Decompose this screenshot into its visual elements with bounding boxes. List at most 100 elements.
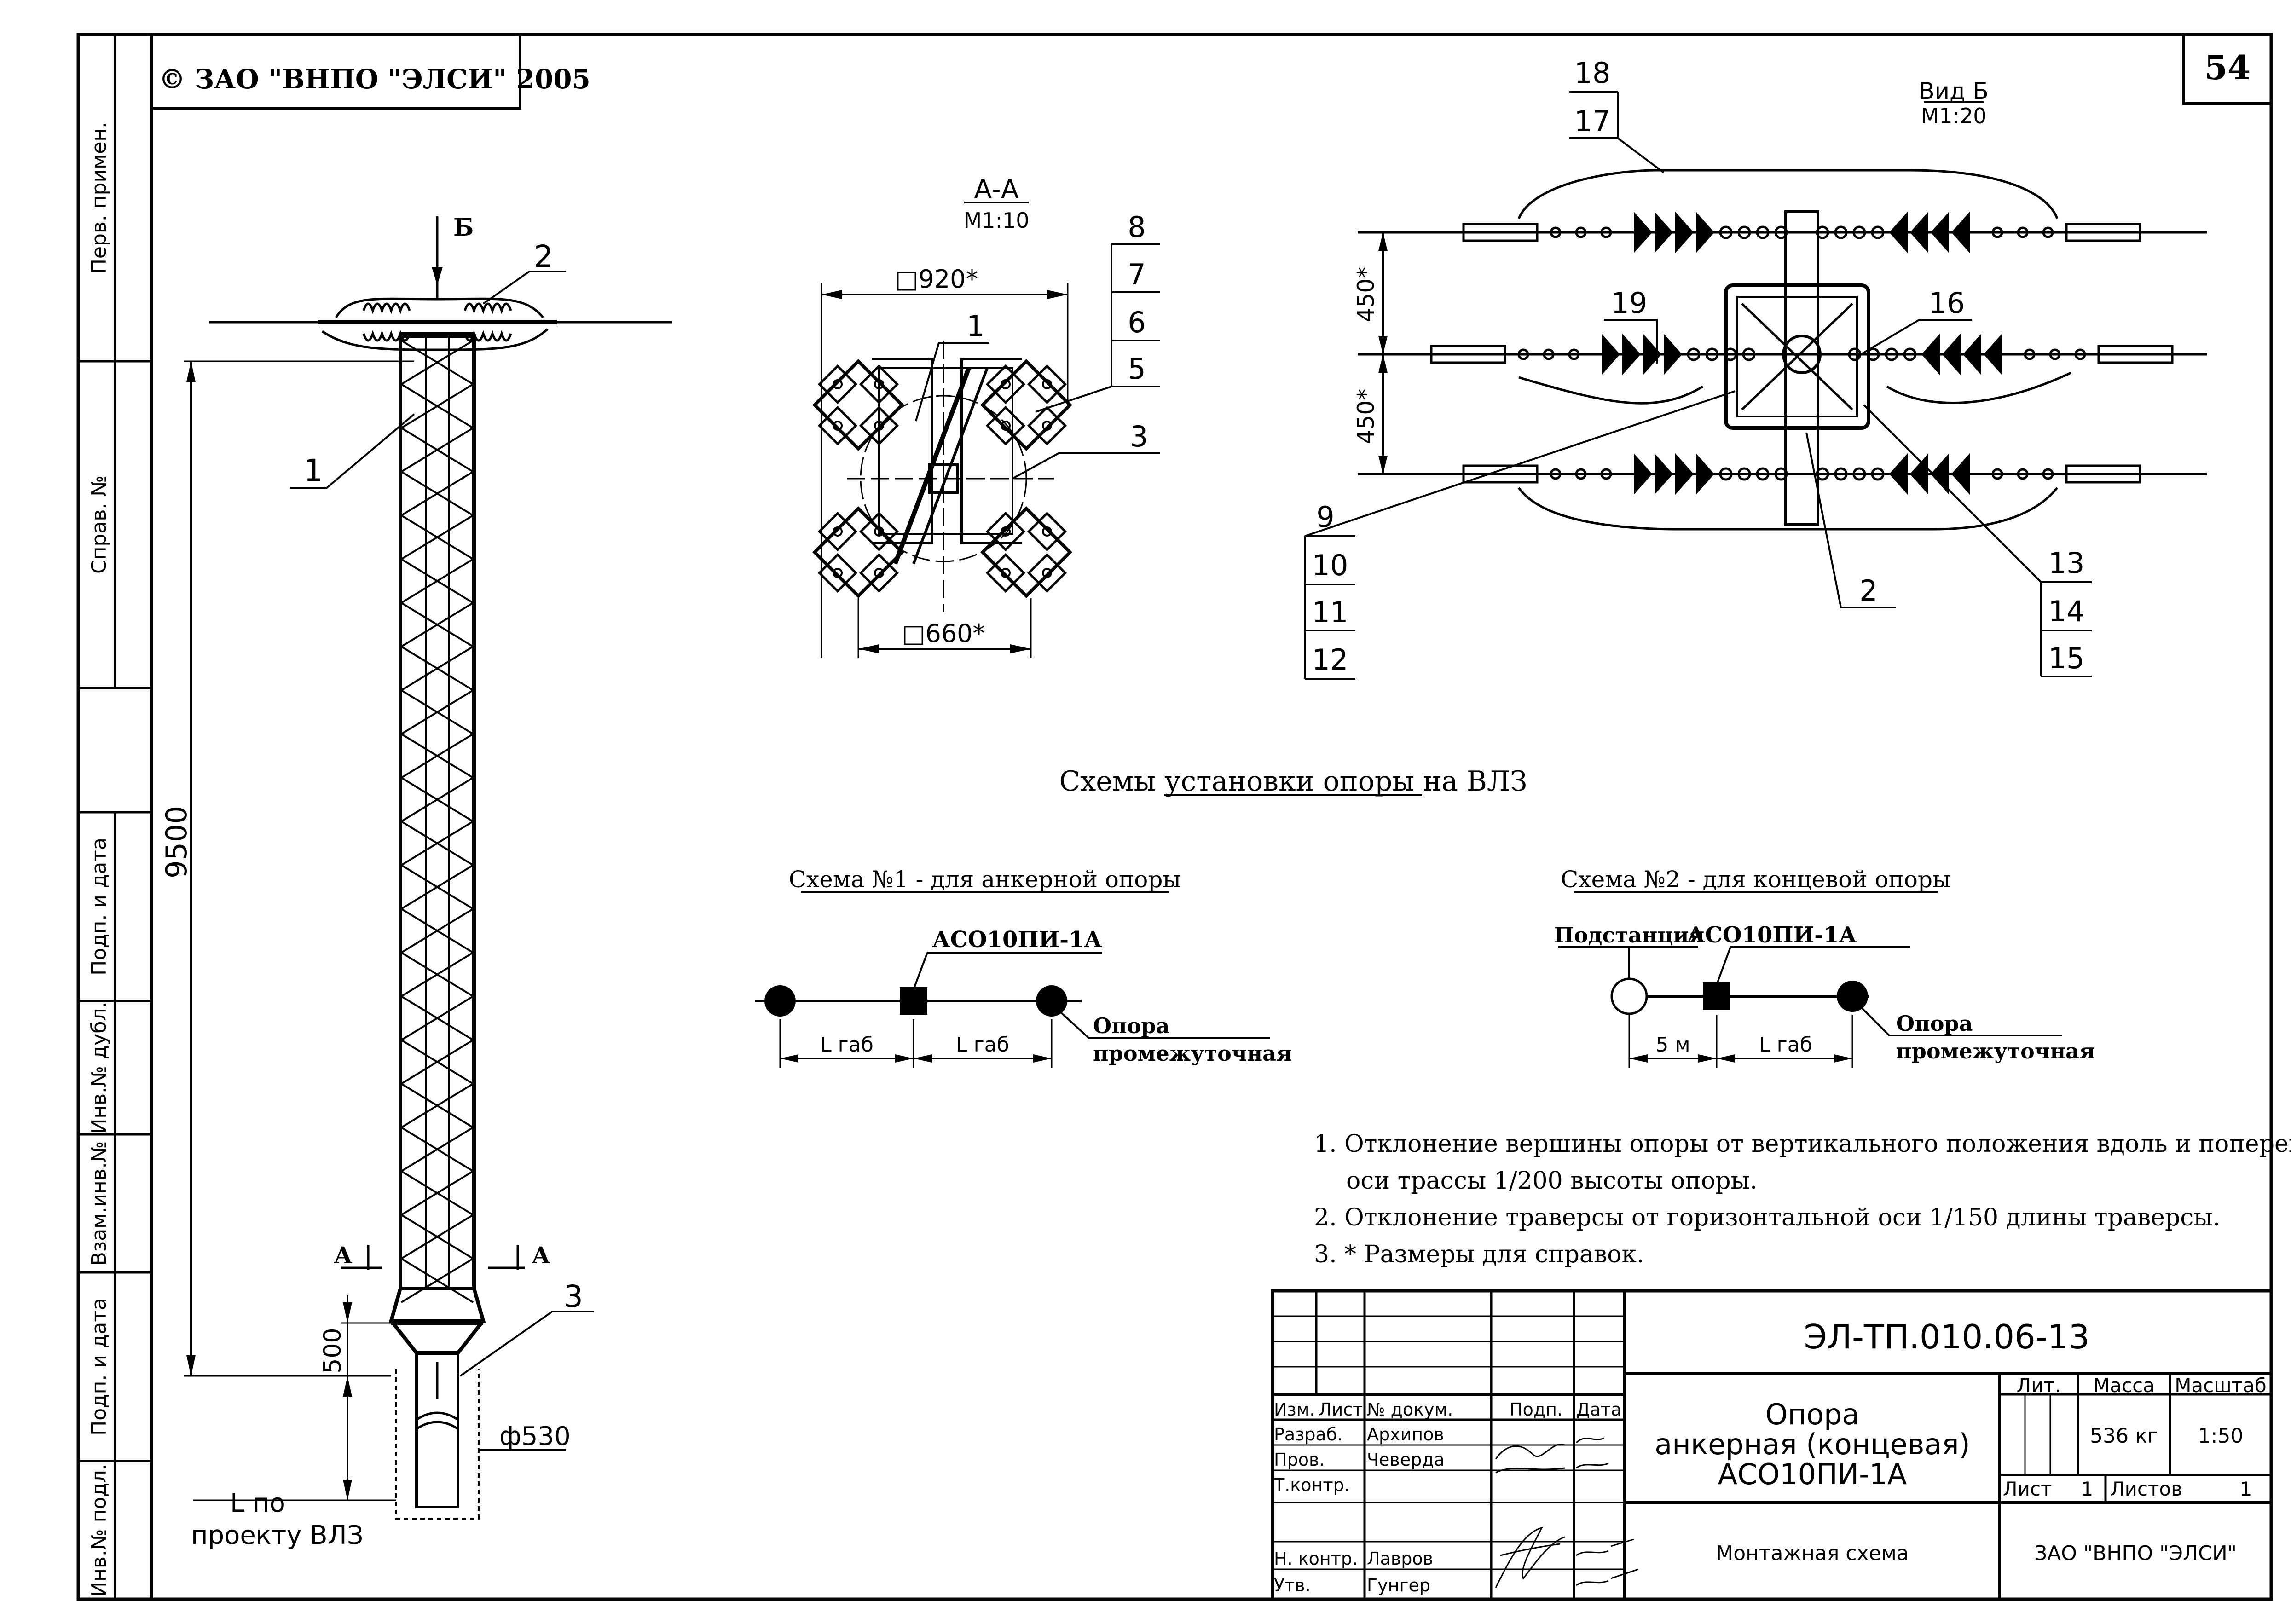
vb-callout-19: 19 <box>1611 286 1648 320</box>
bolt <box>1042 379 1052 389</box>
sheets-label: Листов <box>2110 1478 2182 1500</box>
vb-callout-16: 16 <box>1929 286 1965 320</box>
insulator-disc <box>1655 212 1673 253</box>
product-name-2: анкерная (концевая) <box>1655 1428 1970 1461</box>
insulator-disc <box>1910 212 1928 253</box>
link <box>1871 225 1885 239</box>
link <box>1871 467 1885 481</box>
scheme2-title: Схема №2 - для концевой опоры <box>1561 866 1951 893</box>
scheme1-intermediate-2: промежуточная <box>1093 1041 1292 1066</box>
bolt-plate <box>859 553 899 593</box>
mass-label: Масса <box>2093 1374 2155 1397</box>
scale-value: 1:50 <box>2198 1424 2244 1448</box>
stamp-text: Справ. № <box>87 475 111 574</box>
link <box>1575 226 1587 238</box>
scheme2-span1: 5 м <box>1655 1033 1690 1057</box>
dim-inner: □660* <box>902 619 985 648</box>
corner-plate <box>980 359 1072 451</box>
head-sign: Подп. <box>1510 1399 1562 1420</box>
role: Разраб. <box>1274 1424 1342 1445</box>
link <box>1834 467 1848 481</box>
scheme1-support: АСО10ПИ-1А <box>932 927 1102 953</box>
insulator-disc <box>1931 212 1949 253</box>
bolt-plate <box>985 405 1026 446</box>
note-2: 2. Отклонение траверсы от горизонтальной… <box>1314 1204 2220 1231</box>
bolt-plate <box>1027 511 1067 552</box>
bolt-plate <box>859 364 899 405</box>
link <box>1991 226 2003 238</box>
stamp-text: Инв.№ подл. <box>87 1463 111 1597</box>
stamp-text: Перв. примен. <box>87 122 111 274</box>
bolt-plate <box>817 405 858 446</box>
callout-2: 2 <box>534 239 553 274</box>
company: ЗАО "ВНПО "ЭЛСИ" <box>2034 1542 2237 1565</box>
scheme1-title: Схема №1 - для анкерной опоры <box>789 866 1181 893</box>
insulator-disc <box>1889 453 1908 495</box>
insulator-disc <box>1963 334 1981 375</box>
bolt <box>833 421 843 431</box>
stamp-text: Подп. и дата <box>87 838 111 976</box>
insulator-disc <box>1696 453 1714 495</box>
depth-label-2: проекту ВЛЗ <box>191 1520 364 1550</box>
bolt-plate <box>985 511 1026 552</box>
sheets-value: 1 <box>2240 1478 2252 1500</box>
aa-callout-1: 1 <box>966 309 984 343</box>
callout-1: 1 <box>304 453 323 488</box>
view-b-title: Вид Б <box>1919 78 1989 104</box>
link <box>2042 226 2054 238</box>
stage-title: Монтажная схема <box>1716 1542 1909 1565</box>
strain-clamp <box>2065 464 2141 484</box>
view-b-dim-1: 450* <box>1353 267 1379 322</box>
scheme1-span2: L габ <box>956 1033 1009 1057</box>
section-mark-left: А <box>334 1242 353 1269</box>
bolt <box>1042 568 1052 578</box>
link <box>1737 225 1751 239</box>
insulator-disc <box>1921 334 1940 375</box>
link <box>1517 348 1529 360</box>
copyright: © ЗАО "ВНПО "ЭЛСИ" 2005 <box>159 64 590 95</box>
sheet-frame <box>76 33 2273 1601</box>
link <box>1705 347 1719 361</box>
link <box>1719 467 1733 481</box>
bolt-plate <box>817 511 858 552</box>
corner-plate <box>812 359 904 451</box>
vb-left-item: 9 <box>1316 500 1334 534</box>
strain-clamp <box>1462 464 1539 484</box>
link <box>1550 468 1562 480</box>
role: Н. контр. <box>1274 1549 1358 1569</box>
vb-callout-2: 2 <box>1859 574 1877 607</box>
insulator-disc <box>1889 212 1908 253</box>
role-name: Гунгер <box>1367 1575 1430 1595</box>
bolt-plate <box>985 364 1026 405</box>
insulator-disc <box>1675 453 1694 495</box>
link <box>1852 225 1866 239</box>
link <box>1600 226 1612 238</box>
role-name: Архипов <box>1367 1424 1444 1445</box>
bolt <box>874 568 884 578</box>
scale-label: Масштаб <box>2175 1374 2267 1397</box>
link <box>1550 226 1562 238</box>
pipe-diameter: ф530 <box>499 1422 571 1451</box>
sheet-label: Лист <box>2003 1478 2052 1500</box>
link <box>1687 347 1701 361</box>
insulator-disc <box>1655 453 1673 495</box>
bolt <box>1001 421 1011 431</box>
link <box>1834 225 1848 239</box>
insulator-disc <box>1951 212 1970 253</box>
sheet-number: 54 <box>2204 48 2251 87</box>
role-name: Лавров <box>1367 1549 1433 1569</box>
vb-left-item: 10 <box>1312 549 1348 582</box>
insulator-disc <box>1634 453 1652 495</box>
corner-plate <box>980 506 1072 598</box>
link <box>1568 348 1580 360</box>
vb-right-item: 15 <box>2048 642 2085 675</box>
bolt <box>1001 379 1011 389</box>
bolt-plate <box>1027 553 1067 593</box>
product-name-1: Опора <box>1765 1398 1860 1431</box>
link <box>1719 225 1733 239</box>
link <box>1903 347 1917 361</box>
lit-label: Лит. <box>2017 1374 2061 1397</box>
stamp-text: Подп. и дата <box>87 1298 111 1436</box>
link <box>2074 348 2086 360</box>
insulator-disc <box>1984 334 2002 375</box>
